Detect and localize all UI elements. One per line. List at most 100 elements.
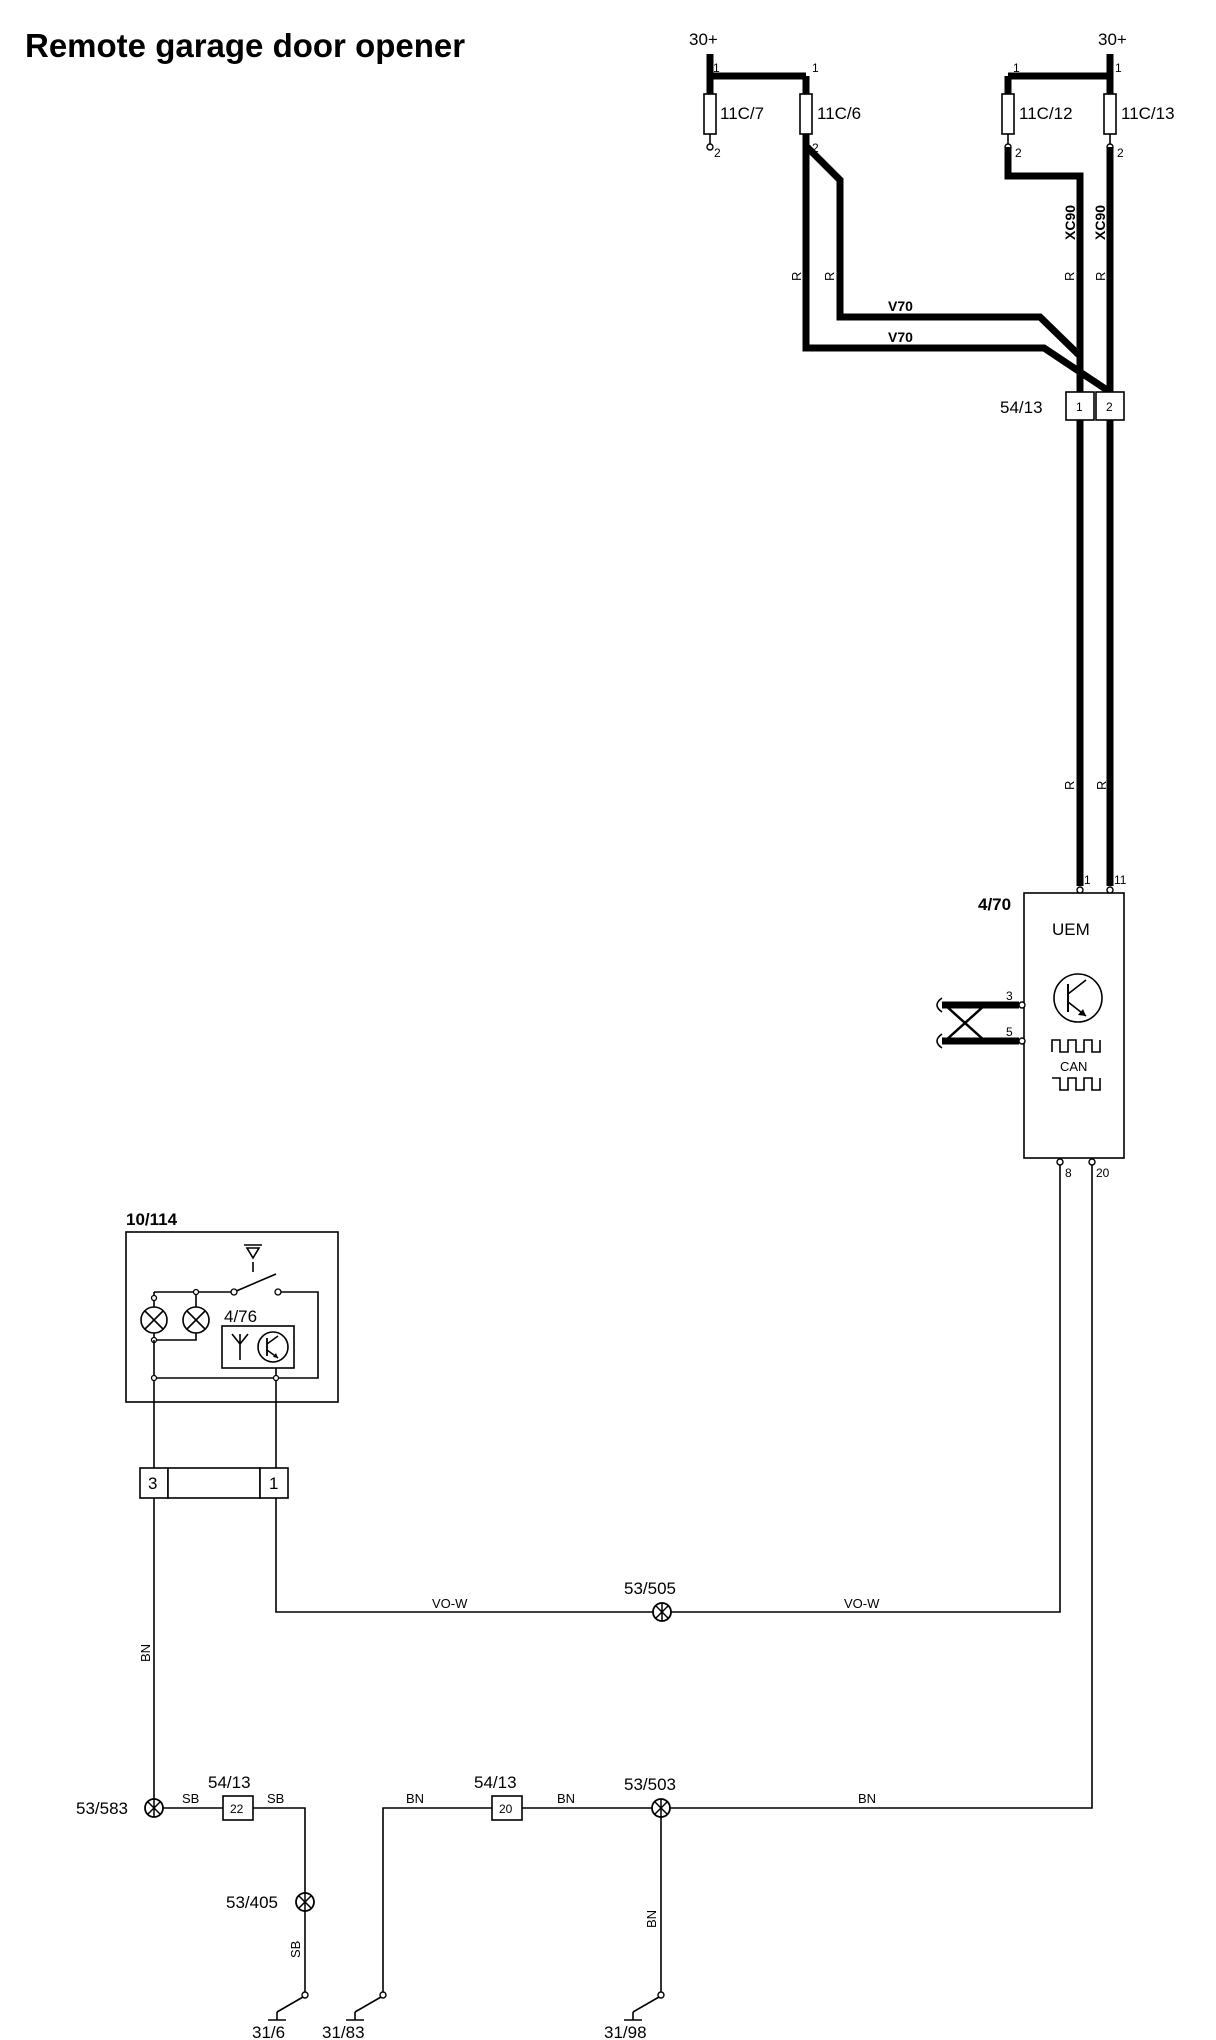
transistor-icon bbox=[1053, 973, 1103, 1023]
connector-5413-22-label: 54/13 bbox=[208, 1773, 251, 1792]
connector-5413-top-label: 54/13 bbox=[1000, 398, 1043, 417]
fuse-11c12-pin-out: 2 bbox=[1015, 146, 1022, 160]
connector-5413-22-pin: 22 bbox=[230, 1802, 244, 1816]
fuse-11c12-body bbox=[1001, 93, 1015, 135]
wire-label-r-5: R bbox=[1062, 781, 1077, 790]
wire-label-bn-5: BN bbox=[644, 1910, 659, 1928]
wire-label-v70-upper: V70 bbox=[888, 298, 913, 314]
fuse-11c13-label: 11C/13 bbox=[1121, 104, 1175, 123]
wire-label-xc90-right: XC90 bbox=[1092, 205, 1108, 240]
uem-pin-1: 1 bbox=[1084, 873, 1091, 887]
connector-module-pin1: 1 bbox=[269, 1474, 278, 1493]
wire-label-v70-lower: V70 bbox=[888, 329, 913, 345]
wire-label-r-3: R bbox=[1062, 272, 1077, 281]
fuse-11c7-pin-out: 2 bbox=[714, 146, 721, 160]
fuse-11c12: 1 2 11C/12 bbox=[1001, 61, 1073, 160]
uem-id: 4/70 bbox=[978, 895, 1011, 914]
ground-31-83-label: 31/83 bbox=[322, 2023, 365, 2040]
fuse-11c13-pin-out: 2 bbox=[1117, 146, 1124, 160]
connector-5413-top: 54/13 1 2 bbox=[1000, 391, 1125, 421]
diagram-title: Remote garage door opener bbox=[25, 27, 465, 64]
module-box bbox=[125, 1231, 339, 1403]
supply-bus-right bbox=[1008, 54, 1114, 80]
wire-bn-uem-20 bbox=[670, 1165, 1093, 1809]
splice-53-503-label: 53/503 bbox=[624, 1775, 676, 1794]
supply-label-left: 30+ bbox=[689, 30, 718, 49]
uem-pin-20: 20 bbox=[1096, 1166, 1110, 1180]
fuse-11c13: 1 2 11C/13 bbox=[1103, 61, 1175, 160]
uem-pin-5: 5 bbox=[1006, 1025, 1013, 1039]
push-button-icon bbox=[244, 1244, 262, 1272]
wire-label-vo-w-right: VO-W bbox=[844, 1596, 880, 1611]
fuse-11c7-pin-in: 1 bbox=[713, 61, 720, 75]
connector-5413-22: 54/13 22 bbox=[208, 1773, 254, 1821]
splice-53-503: 53/503 bbox=[624, 1775, 676, 1818]
wire-label-bn-4: BN bbox=[858, 1791, 876, 1806]
ground-31-6: 31/6 bbox=[252, 1991, 309, 2040]
wire-label-r-4: R bbox=[1093, 272, 1108, 281]
connector-module-pin3: 3 bbox=[148, 1474, 157, 1493]
uem-pin-11: 11 bbox=[1114, 873, 1127, 887]
fuse-11c13-body bbox=[1103, 93, 1117, 135]
splice-53-505: 53/505 bbox=[624, 1579, 676, 1622]
wire-label-xc90-left: XC90 bbox=[1062, 205, 1078, 240]
connector-5413-20-label: 54/13 bbox=[474, 1773, 517, 1792]
splice-53-405: 53/405 bbox=[226, 1892, 315, 1912]
connector-5413-top-pin1: 1 bbox=[1076, 400, 1083, 414]
can-signal-icon bbox=[1051, 1039, 1101, 1091]
wire-label-bn-2: BN bbox=[406, 1791, 424, 1806]
wire-bn-2 bbox=[382, 1807, 492, 1992]
ground-31-98-label: 31/98 bbox=[604, 2023, 647, 2040]
fuse-11c7: 1 2 11C/7 bbox=[703, 61, 764, 160]
module-sub-id: 4/76 bbox=[224, 1307, 257, 1326]
connector-5413-top-pin2: 2 bbox=[1106, 400, 1113, 414]
ground-31-98: 31/98 bbox=[604, 1991, 665, 2040]
module-id: 10/114 bbox=[126, 1210, 178, 1229]
fuse-11c12-pin-in: 1 bbox=[1013, 61, 1020, 75]
fuse-11c6: 1 2 11C/6 bbox=[799, 61, 861, 155]
wire-vo-w-left bbox=[275, 1498, 654, 1613]
wire-label-sb-1: SB bbox=[182, 1791, 199, 1806]
wire-label-sb-3: SB bbox=[288, 1941, 303, 1958]
wire-label-r-1: R bbox=[789, 272, 804, 281]
uem-pin-3: 3 bbox=[1006, 989, 1013, 1003]
ground-31-6-label: 31/6 bbox=[252, 2023, 285, 2040]
splice-53-405-label: 53/405 bbox=[226, 1893, 278, 1912]
wire-label-bn-1: BN bbox=[138, 1644, 153, 1662]
uem-module: 4/70 1 11 UEM CAN 3 5 8 20 bbox=[978, 873, 1127, 1180]
fuse-11c6-pin-in: 1 bbox=[812, 61, 819, 75]
fuse-11c6-label: 11C/6 bbox=[817, 104, 861, 123]
fuse-11c6-body bbox=[799, 93, 813, 135]
transistor-icon bbox=[257, 1331, 289, 1363]
connector-module: 3 1 bbox=[139, 1467, 289, 1499]
connector-5413-20: 54/13 20 bbox=[474, 1773, 523, 1821]
wire-vo-w-right bbox=[670, 1165, 1061, 1613]
wire-sb-2 bbox=[253, 1807, 306, 1894]
uem-name: UEM bbox=[1052, 920, 1090, 939]
uem-can-label: CAN bbox=[1060, 1059, 1087, 1074]
fuse-11c12-label: 11C/12 bbox=[1019, 104, 1073, 123]
wire-label-sb-2: SB bbox=[267, 1791, 284, 1806]
uem-pin-8: 8 bbox=[1065, 1166, 1072, 1180]
switch-contact bbox=[233, 1273, 277, 1293]
can-bus-twisted-pair bbox=[936, 997, 1019, 1049]
supply-bus-left bbox=[706, 54, 806, 80]
splice-53-583-label: 53/583 bbox=[76, 1799, 128, 1818]
ground-31-83: 31/83 bbox=[322, 1991, 387, 2040]
wire-label-vo-w-left: VO-W bbox=[432, 1596, 468, 1611]
wire-v70-upper bbox=[803, 143, 1084, 388]
wire-v70-lower bbox=[802, 146, 1112, 395]
splice-53-583: 53/583 bbox=[76, 1798, 164, 1818]
uem-box bbox=[1023, 892, 1125, 1159]
fuse-11c7-body bbox=[703, 93, 717, 135]
wire-label-bn-3: BN bbox=[557, 1791, 575, 1806]
fuse-11c13-pin-in: 1 bbox=[1115, 61, 1122, 75]
wire-label-r-6: R bbox=[1094, 781, 1109, 790]
module-10-114: 10/114 4/76 bbox=[125, 1210, 339, 1403]
connector-5413-20-pin: 20 bbox=[499, 1802, 513, 1816]
fuse-11c7-label: 11C/7 bbox=[720, 104, 764, 123]
supply-label-right: 30+ bbox=[1098, 30, 1127, 49]
splice-53-505-label: 53/505 bbox=[624, 1579, 676, 1598]
fuse-11c6-pin-out: 2 bbox=[812, 141, 819, 155]
